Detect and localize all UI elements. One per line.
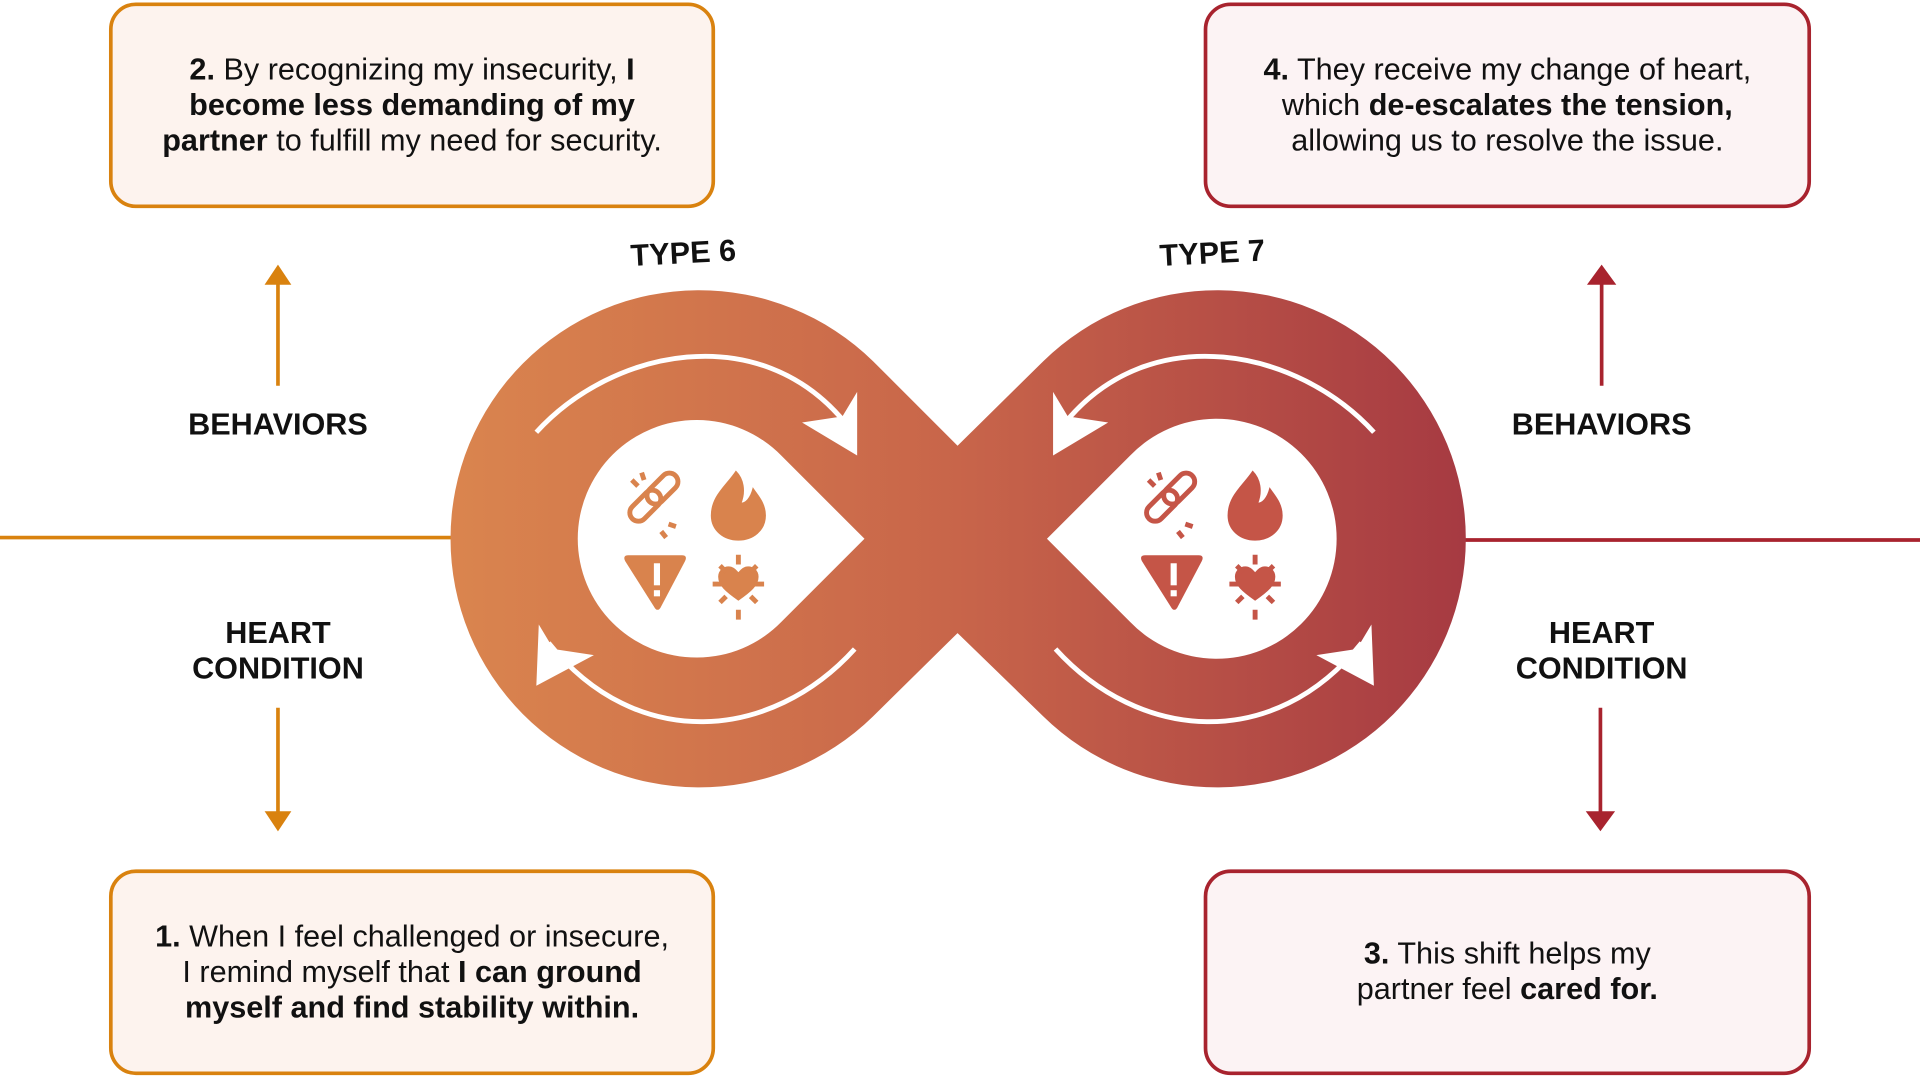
text: This shift helps my partner feel bbox=[1356, 936, 1651, 1007]
arrowhead-icon bbox=[802, 391, 858, 456]
step-3-box: 3. This shift helps my partner feel care… bbox=[1203, 869, 1812, 1076]
type-6-label: TYPE 6 bbox=[629, 233, 737, 274]
heart-condition-label-right: HEART CONDITION bbox=[1515, 615, 1688, 686]
text: By recognizing my insecurity, bbox=[214, 52, 627, 87]
step-number: 4. bbox=[1263, 52, 1289, 87]
bold-text: cared for. bbox=[1520, 972, 1658, 1007]
text: When I feel challenged or insecure, I re… bbox=[180, 918, 669, 989]
step-number: 1. bbox=[155, 918, 181, 954]
step-4-box: 4. They receive my change of heart, whic… bbox=[1203, 2, 1812, 209]
infinity-shape bbox=[450, 290, 1466, 788]
arrowhead-icon bbox=[536, 624, 594, 686]
bold-text: I can ground myself and find stability w… bbox=[184, 954, 642, 1025]
text: They receive my change of heart, which bbox=[1281, 52, 1752, 122]
arrowhead-icon bbox=[1053, 391, 1109, 456]
behaviors-label-left: BEHAVIORS bbox=[188, 407, 368, 443]
heart-condition-label-left: HEART CONDITION bbox=[192, 615, 364, 686]
bold-text: I become less demanding of my partner bbox=[162, 52, 635, 158]
type-7-label: TYPE 7 bbox=[1158, 233, 1266, 274]
arrowheads bbox=[536, 391, 1374, 686]
arrow-behaviors-left bbox=[264, 264, 292, 386]
arrow-heart-right bbox=[1585, 707, 1616, 832]
arrow-heart-left bbox=[264, 707, 292, 832]
warning-marks bbox=[653, 563, 1177, 597]
arrow-behaviors-right bbox=[1586, 264, 1617, 386]
step-number: 3. bbox=[1363, 936, 1390, 972]
behaviors-label-right: BEHAVIORS bbox=[1511, 407, 1692, 443]
bold-text: de-escalates the tension, bbox=[1368, 87, 1733, 122]
step-2-box: 2. By recognizing my insecurity, I becom… bbox=[108, 2, 716, 209]
step-number: 2. bbox=[189, 52, 215, 87]
step-1-box: 1. When I feel challenged or insecure, I… bbox=[108, 869, 716, 1076]
text: allowing us to resolve the issue. bbox=[1291, 123, 1724, 158]
arrowhead-icon bbox=[1316, 624, 1374, 686]
text: to fulfill my need for security. bbox=[267, 123, 662, 158]
cycle-arrows bbox=[534, 353, 1376, 725]
